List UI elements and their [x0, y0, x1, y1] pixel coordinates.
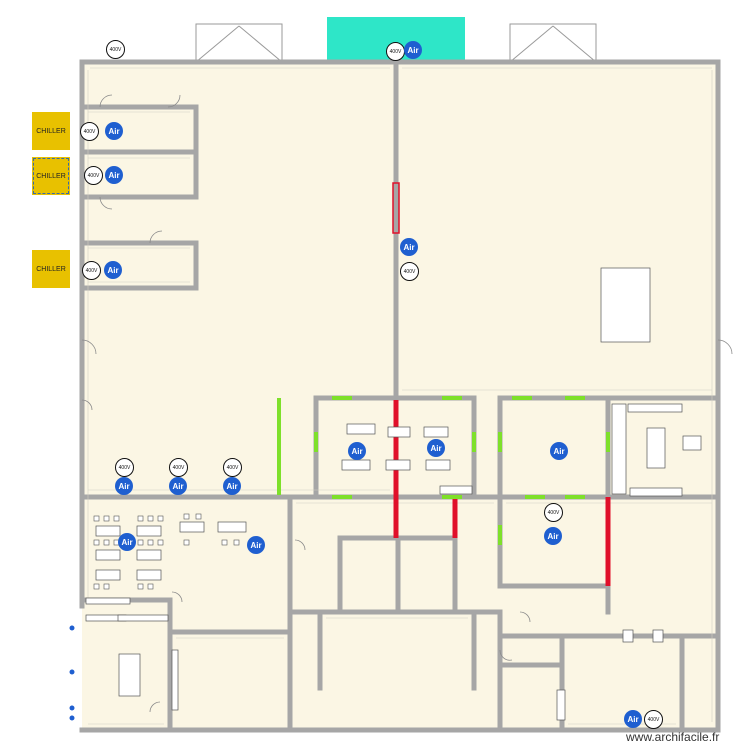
air-outlet-marker[interactable]: Air — [223, 477, 241, 495]
outlet-label: 400V — [547, 509, 560, 516]
air-label: Air — [250, 540, 262, 550]
air-label: Air — [107, 265, 119, 275]
air-outlet-marker[interactable]: Air — [105, 166, 123, 184]
red-partitions — [393, 400, 611, 586]
power-outlet-400v[interactable]: 400V — [544, 503, 563, 522]
air-outlet-marker[interactable]: Air — [105, 122, 123, 140]
red-door-vertical — [392, 182, 400, 234]
power-outlet-400v[interactable]: 400V — [400, 262, 419, 281]
chiller-label: CHILLER — [36, 265, 66, 273]
chiller-label: CHILLER — [36, 172, 66, 180]
outlet-label: 400V — [83, 128, 96, 135]
air-outlet-marker[interactable]: Air — [348, 442, 366, 460]
air-outlet-marker[interactable]: Air — [115, 477, 133, 495]
air-label: Air — [118, 481, 130, 491]
air-label: Air — [553, 446, 565, 456]
air-label: Air — [351, 446, 363, 456]
chiller-unit[interactable]: CHILLER — [32, 250, 70, 288]
air-outlet-marker[interactable]: Air — [404, 41, 422, 59]
skylight-right — [509, 23, 597, 63]
power-outlet-400v[interactable]: 400V — [169, 458, 188, 477]
door-swings — [81, 94, 733, 713]
chiller-unit-selected[interactable]: CHILLER — [32, 157, 70, 195]
air-label: Air — [403, 242, 415, 252]
skylight-left — [195, 23, 283, 63]
power-outlet-400v[interactable]: 400V — [106, 40, 125, 59]
air-label: Air — [407, 45, 419, 55]
outlet-label: 400V — [647, 716, 660, 723]
watermark: www.archifacile.fr — [626, 730, 720, 744]
air-outlet-marker[interactable]: Air — [427, 439, 445, 457]
power-outlet-400v[interactable]: 400V — [84, 166, 103, 185]
air-outlet-marker[interactable]: Air — [169, 477, 187, 495]
chairs — [93, 513, 240, 590]
air-outlet-marker[interactable]: Air — [400, 238, 418, 256]
air-outlet-marker[interactable]: Air — [544, 527, 562, 545]
outlet-label: 400V — [389, 48, 402, 55]
outlet-label: 400V — [87, 172, 100, 179]
air-label: Air — [108, 126, 120, 136]
small-devices — [69, 625, 75, 721]
outlet-label: 400V — [85, 267, 98, 274]
air-outlet-marker[interactable]: Air — [118, 533, 136, 551]
power-outlet-400v[interactable]: 400V — [644, 710, 663, 729]
air-outlet-marker[interactable]: Air — [550, 442, 568, 460]
air-label: Air — [226, 481, 238, 491]
outlet-label: 400V — [226, 464, 239, 471]
chiller-label: CHILLER — [36, 127, 66, 135]
air-label: Air — [108, 170, 120, 180]
air-outlet-marker[interactable]: Air — [247, 536, 265, 554]
outlet-label: 400V — [118, 464, 131, 471]
power-outlet-400v[interactable]: 400V — [115, 458, 134, 477]
air-label: Air — [172, 481, 184, 491]
air-outlet-marker[interactable]: Air — [624, 710, 642, 728]
green-windows — [277, 396, 610, 545]
power-outlet-400v[interactable]: 400V — [82, 261, 101, 280]
outlet-label: 400V — [109, 46, 122, 53]
chiller-unit[interactable]: CHILLER — [32, 112, 70, 150]
power-outlet-400v[interactable]: 400V — [386, 42, 405, 61]
furniture — [85, 267, 702, 721]
air-label: Air — [430, 443, 442, 453]
outlet-label: 400V — [403, 268, 416, 275]
air-label: Air — [627, 714, 639, 724]
power-outlet-400v[interactable]: 400V — [80, 122, 99, 141]
air-label: Air — [547, 531, 559, 541]
air-label: Air — [121, 537, 133, 547]
power-outlet-400v[interactable]: 400V — [223, 458, 242, 477]
air-outlet-marker[interactable]: Air — [104, 261, 122, 279]
outlet-label: 400V — [172, 464, 185, 471]
large-machine — [600, 267, 651, 343]
